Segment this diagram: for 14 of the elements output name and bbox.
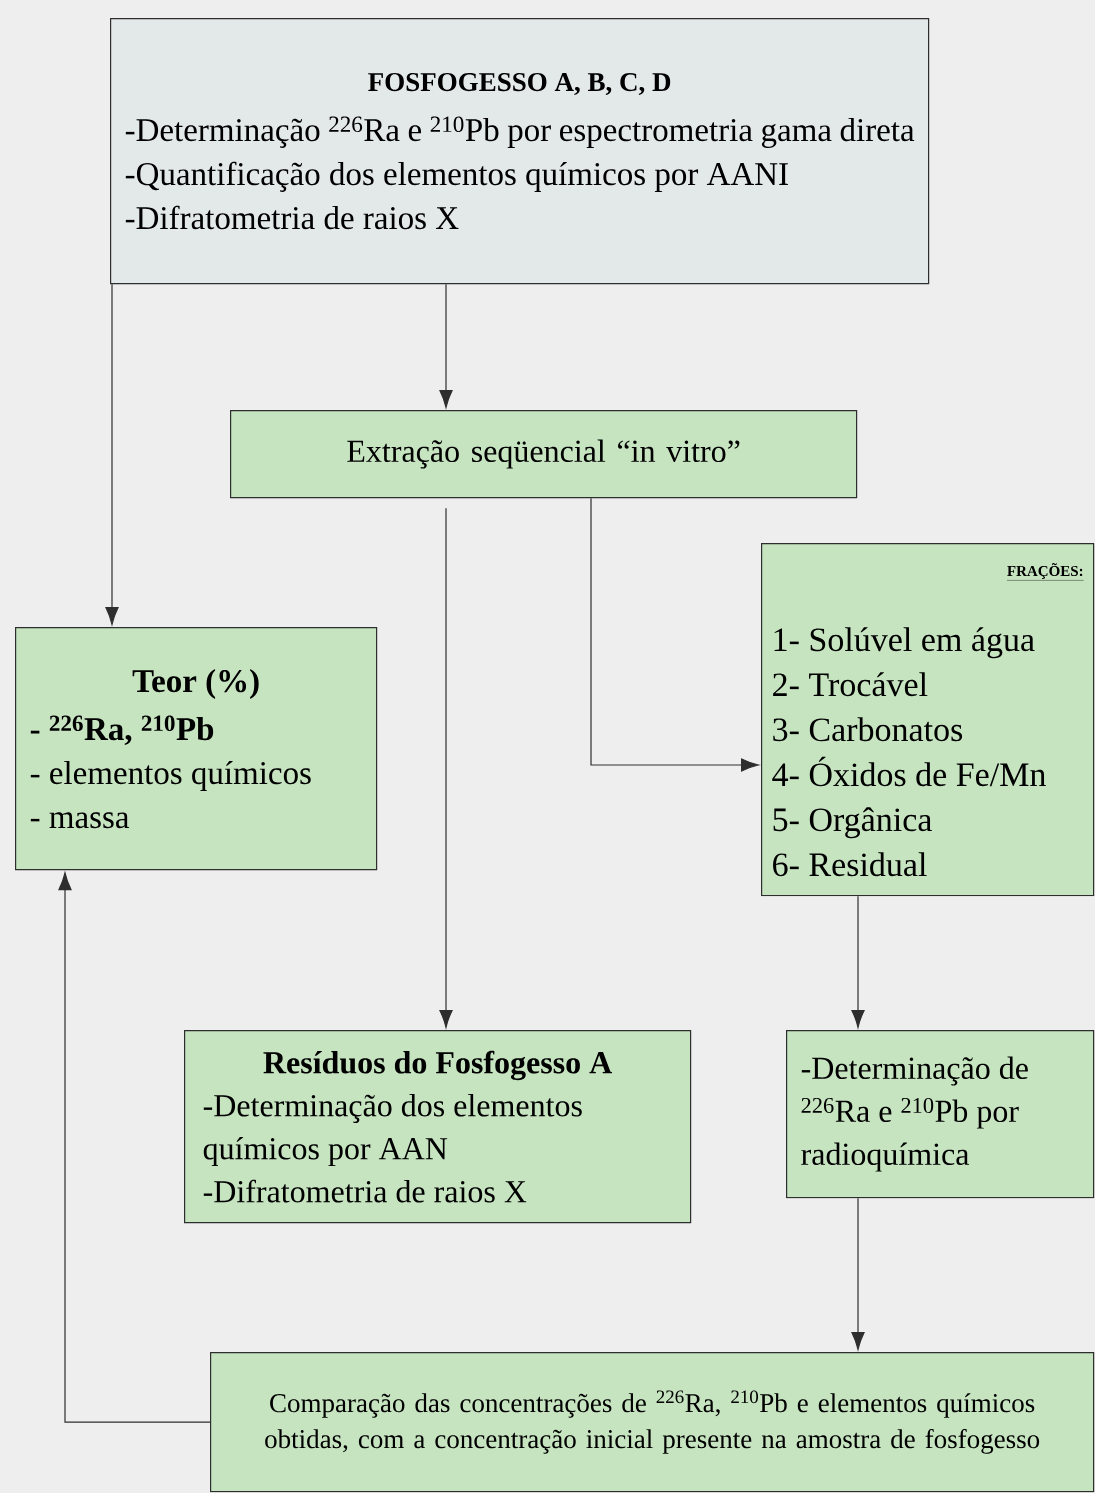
arrow: [851, 1197, 865, 1350]
arrow: [105, 283, 119, 625]
arrow: [58, 872, 211, 1423]
process-box: -Determinação de $^{226}$Ra e $^{210}$Pb por radioquímica: [786, 1030, 1095, 1199]
process-box: Teor (%) - $^{226}$Ra, $^{210}$Pb - elementos químicos - massa: [15, 627, 378, 871]
arrow: [590, 497, 759, 772]
process-box: Comparação das concentrações de $^{226}$Ra, $^{210}$Pb e elementos químicos obtidas, com a concentração inicial presente na amostra de fosfogesso: [210, 1352, 1095, 1493]
process-box: FRAÇÕES: 1- Solúvel em água 2- Trocável 3- Carbonatos 4- Óxidos de Fe/Mn 5- Orgânica 6- Residual: [761, 543, 1095, 897]
process-box: Extração seqüencial “in vitro”: [230, 410, 858, 499]
process-box: Resíduos do Fosfogesso A -Determinação dos elementos químicos por AAN -Difratometria de raios X: [184, 1030, 692, 1224]
arrow: [439, 507, 453, 1028]
arrow: [439, 283, 453, 408]
arrow: [851, 895, 865, 1028]
process-box: FOSFOGESSO A, B, C, D -Determinação $^{226}$Ra e $^{210}$Pb por espectrometria gama direta -Quantificação dos elementos químicos por AANI -Difratometria de raios X: [110, 18, 930, 285]
